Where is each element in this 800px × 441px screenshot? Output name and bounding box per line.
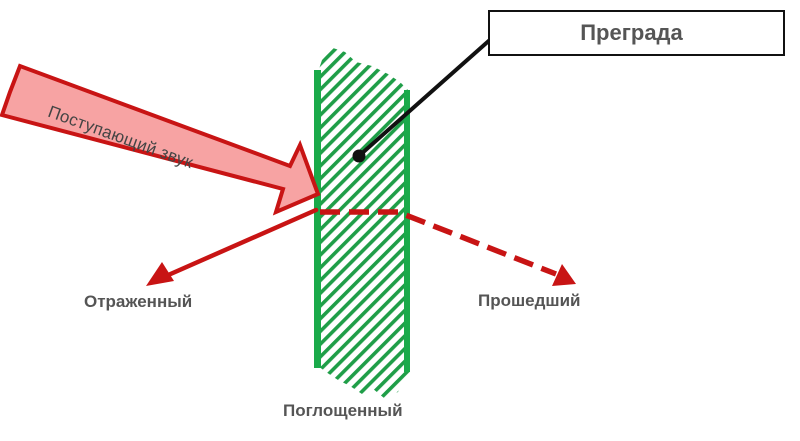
absorbed-label: Поглощенный: [283, 401, 403, 420]
barrier-left-edge: [314, 70, 321, 368]
barrier-label-box: Преграда: [488, 10, 785, 56]
transmitted-arrow: [320, 209, 576, 286]
barrier-pointer: [352, 36, 494, 163]
transmitted-label: Прошедший: [478, 291, 581, 310]
barrier-right-edge: [404, 90, 410, 372]
barrier-label: Преграда: [580, 20, 683, 45]
incoming-sound-arrow: [0, 63, 321, 216]
reflected-arrowhead: [146, 262, 174, 286]
reflected-arrow: [146, 207, 319, 286]
pointer-dot: [352, 149, 366, 163]
barrier-wall: [314, 48, 410, 398]
reflected-label: Отраженный: [84, 292, 193, 311]
transmitted-arrowhead: [552, 264, 576, 286]
